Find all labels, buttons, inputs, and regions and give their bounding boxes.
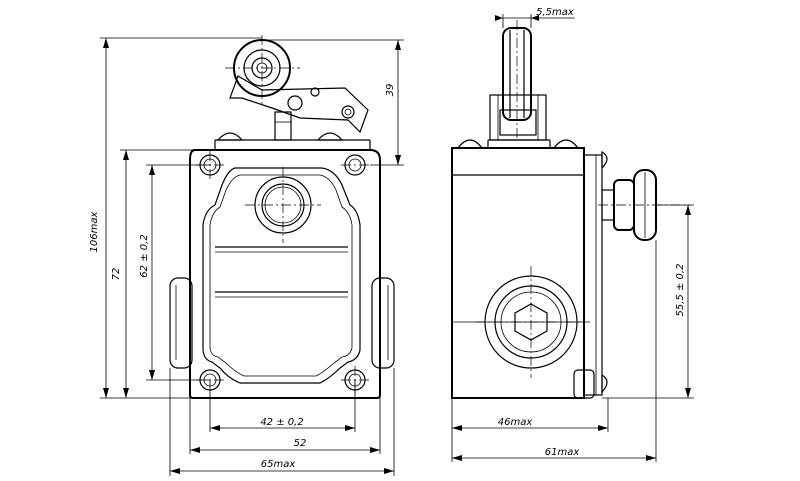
- side-view: 5,5max 55,5 ± 0,2 46max 61max: [451, 7, 694, 462]
- dim-52: 52: [294, 438, 307, 449]
- side-roller: [489, 20, 690, 241]
- dim-65max: 65max: [261, 459, 296, 470]
- dim-106max: 106max: [89, 211, 100, 252]
- dim-61max: 61max: [545, 447, 580, 458]
- side-body: [451, 139, 608, 399]
- dim-39: 39: [385, 84, 396, 97]
- dim-46max: 46max: [498, 417, 533, 428]
- dim-55-5: 55,5 ± 0,2: [675, 264, 686, 317]
- front-body: [169, 132, 395, 399]
- dim-42: 42 ± 0,2: [260, 417, 303, 428]
- front-lever: [225, 35, 369, 141]
- dim-62: 62 ± 0,2: [139, 234, 150, 277]
- side-dimensions: 5,5max 55,5 ± 0,2 46max 61max: [451, 7, 694, 462]
- front-view: 106max 72 62 ± 0,2 39: [89, 35, 404, 476]
- dim-72: 72: [111, 268, 122, 281]
- front-dimensions: 106max 72 62 ± 0,2 39: [89, 37, 404, 476]
- dim-5-5max: 5,5max: [536, 7, 574, 18]
